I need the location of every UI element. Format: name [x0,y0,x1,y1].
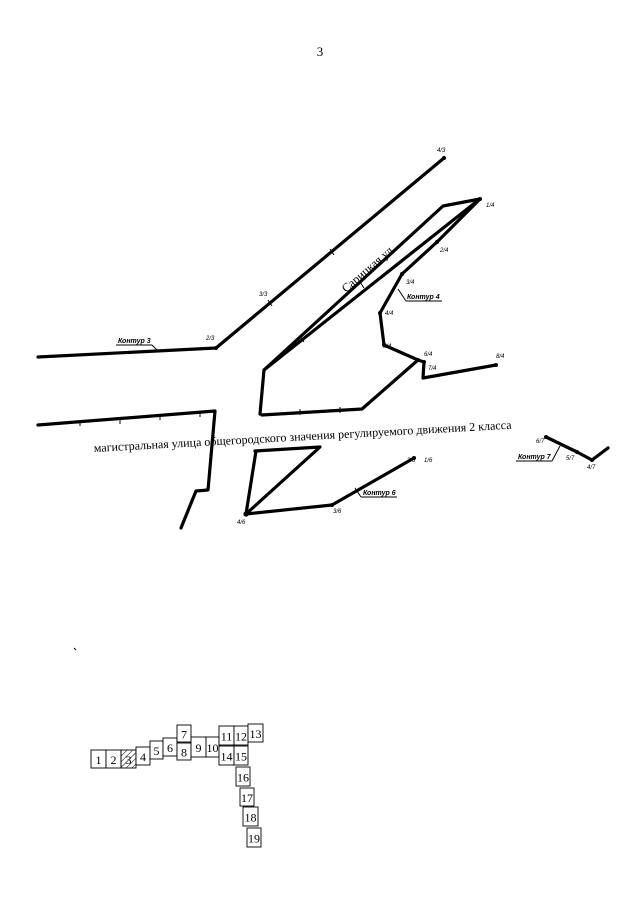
sheet-tile-label: 4 [140,750,146,764]
contour-3-label: Контур 3 [118,338,151,345]
sheet-tile-11: 11 [218,725,235,746]
sheet-tile-label: 8 [181,746,187,760]
label-2-3: 2/3 [205,336,215,342]
contour-4-label: Контур 4 [407,294,440,301]
label-3-6: 3/6 [333,509,342,515]
sheet-tile-14: 14 [218,745,235,766]
sheet-tile-19: 19 [246,827,262,848]
label-3-4: 3/4 [406,280,415,286]
contour-6-lower [244,456,416,516]
point-labels: 4/3 3/3 2/3 1/4 2/4 3/4 4/4 5/4 6/4 7/4 … [205,148,596,526]
label-4-3: 4/3 [437,148,446,154]
points [214,156,594,517]
label-7-4: 7/4 [428,366,437,372]
tick-marks [79,248,365,426]
sheet-tile-5: 5 [149,740,164,760]
sheet-tile-label: 3 [126,753,132,767]
sheet-tile-label: 14 [221,750,233,764]
contour-4-saritskaya [262,200,478,372]
label-6-4: 6/4 [424,352,433,358]
label-6-7: 6/7 [536,439,545,445]
stray-mark [73,647,77,651]
contour-4-inner [260,358,420,417]
label-5-4: 5/4 [383,344,392,350]
sheet-tile-1: 1 [90,749,107,769]
label-4-7: 4/7 [587,465,596,471]
sheet-tile-12: 12 [233,725,249,746]
sheet-tile-label: 1 [96,753,102,767]
label-1-6: 1/6 [424,458,433,464]
sheet-tile-label: 9 [196,741,202,755]
label-5-7: 5/7 [566,456,575,462]
sheet-tile-3: 3 [120,749,137,769]
sheet-tile-10: 10 [205,736,220,758]
sheet-tile-label: 18 [245,811,257,825]
label-2-4: 2/4 [439,248,449,254]
sheet-tile-label: 2 [111,753,117,767]
contour-4 [258,197,498,417]
sheet-tile-2: 2 [105,749,122,769]
sheet-tile-label: 12 [235,730,247,744]
sheet-tile-9: 9 [190,736,207,758]
sheet-tile-4: 4 [135,746,151,766]
contour-7 [544,435,610,462]
sheet-tile-17: 17 [239,787,255,807]
label-4-6: 4/6 [237,520,246,526]
contour-6-boundary [244,445,322,516]
sheet-tile-label: 16 [237,771,249,785]
sheet-tile-8: 8 [176,742,192,761]
sheet-tile-label: 15 [235,750,247,764]
sheet-tile-label: 10 [207,741,219,755]
label-2-6: 2/6 [406,458,416,464]
label-8-4: 8/4 [496,354,505,360]
label-1-4: 1/4 [486,203,495,209]
sheet-tile-16: 16 [235,766,251,787]
contour-7-label: Контур 7 [518,454,552,461]
road-edge-lower [36,409,217,530]
sheet-tile-15: 15 [233,745,249,766]
sheet-tile-label: 5 [154,744,160,758]
sheet-tile-7: 7 [176,724,192,743]
contour-labels: Контур 3 Контур 4 Контур 6 Контур 7 [116,288,561,498]
sheet-tile-label: 7 [181,728,187,742]
contour-7-boundary [544,435,610,462]
contour-6 [244,445,416,516]
page-number: 3 [316,44,324,59]
contour-6-label: Контур 6 [363,490,396,497]
sheet-tile-13: 13 [247,723,264,743]
label-3-3: 3/3 [259,292,268,298]
sheet-tile-label: 19 [248,832,260,846]
sheet-tile-label: 11 [221,730,233,744]
sheet-tile-label: 13 [250,727,262,741]
contour-4-boundary [258,197,498,416]
sheet-tile-18: 18 [242,806,259,827]
sheet-tile-label: 6 [167,741,173,755]
sheet-tile-6: 6 [162,737,178,757]
label-4-4: 4/4 [385,311,394,317]
sheet-tile-label: 17 [241,791,253,805]
